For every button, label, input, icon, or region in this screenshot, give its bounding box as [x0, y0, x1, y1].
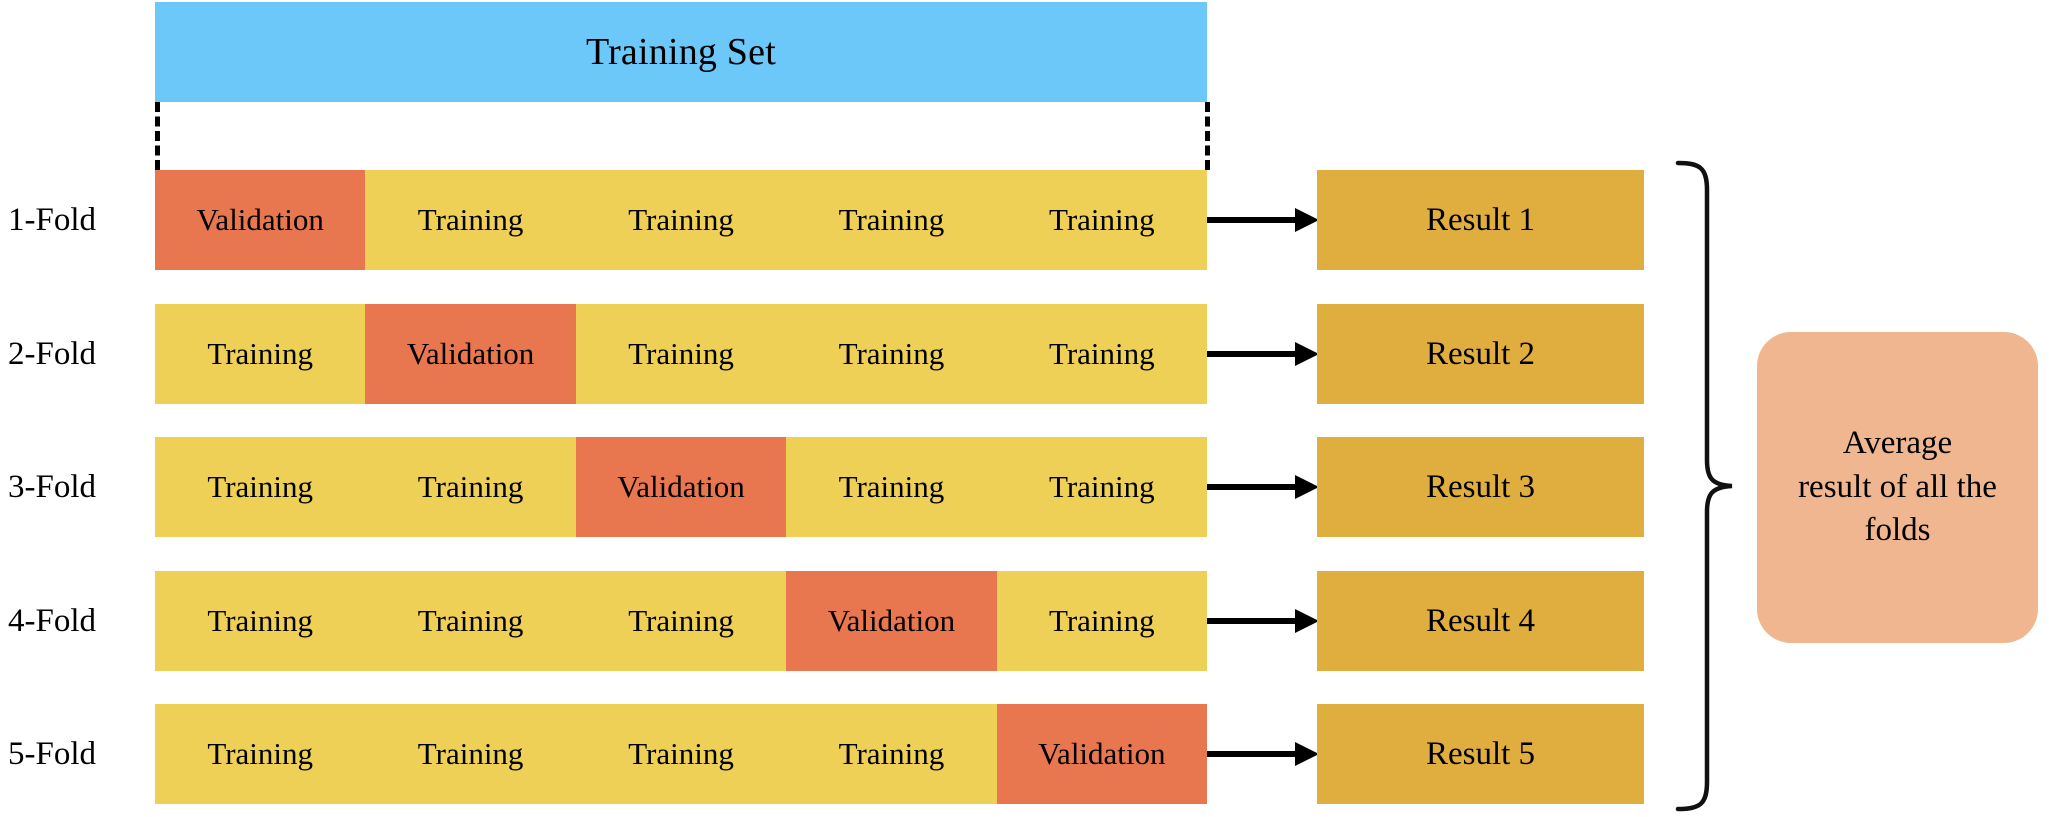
fold-label: 2-Fold [8, 335, 97, 372]
fold-label: 5-Fold [8, 735, 97, 772]
result-box: Result 2 [1317, 304, 1644, 404]
fold-label: 4-Fold [8, 602, 97, 639]
result-box: Result 1 [1317, 170, 1644, 270]
training-segment: Training [996, 170, 1208, 270]
training-segment: Training [365, 437, 576, 537]
validation-segment: Validation [786, 571, 997, 671]
average-line-3: folds [1864, 512, 1931, 549]
training-segment: Training [575, 571, 787, 671]
training-set-label: Training Set [586, 31, 776, 73]
average-result-text: Average result of all the folds [1798, 422, 1997, 553]
training-segment: Training [786, 304, 997, 404]
arrow-shaft [1207, 351, 1299, 357]
result-box: Result 5 [1317, 704, 1644, 804]
fold-label: 3-Fold [8, 468, 97, 505]
average-line-1: Average [1842, 425, 1953, 462]
arrow-shaft [1207, 618, 1299, 624]
arrow-shaft [1207, 751, 1299, 757]
arrow-head [1295, 609, 1319, 633]
arrow-head [1295, 475, 1319, 499]
training-segment: Training [365, 571, 576, 671]
training-segment: Training [155, 437, 366, 537]
result-box: Result 3 [1317, 437, 1644, 537]
validation-segment: Validation [575, 437, 787, 537]
training-segment: Training [996, 304, 1208, 404]
dashed-guide-right [1205, 102, 1210, 170]
training-segment: Training [155, 571, 366, 671]
training-segment: Training [575, 704, 787, 804]
training-segment: Training [365, 704, 576, 804]
arrow-head [1295, 742, 1319, 766]
results-bracket [1660, 160, 1770, 812]
arrow-icon [1207, 208, 1319, 232]
validation-segment: Validation [996, 704, 1208, 804]
dashed-guide-left [155, 102, 160, 170]
training-segment: Training [155, 304, 366, 404]
arrow-shaft [1207, 484, 1299, 490]
training-segment: Training [996, 437, 1208, 537]
average-line-2: result of all the [1798, 468, 1997, 505]
bracket-icon [1675, 160, 1733, 812]
arrow-head [1295, 342, 1319, 366]
training-segment: Training [155, 704, 366, 804]
average-result-box: Average result of all the folds [1757, 332, 2038, 643]
validation-segment: Validation [155, 170, 366, 270]
training-segment: Training [786, 170, 997, 270]
training-segment: Training [365, 170, 576, 270]
training-segment: Training [786, 704, 997, 804]
arrow-icon [1207, 342, 1319, 366]
result-box: Result 4 [1317, 571, 1644, 671]
training-set-banner: Training Set [155, 2, 1207, 102]
arrow-icon [1207, 742, 1319, 766]
arrow-icon [1207, 475, 1319, 499]
arrow-icon [1207, 609, 1319, 633]
arrow-head [1295, 208, 1319, 232]
training-segment: Training [575, 170, 787, 270]
arrow-shaft [1207, 217, 1299, 223]
validation-segment: Validation [365, 304, 576, 404]
training-segment: Training [786, 437, 997, 537]
training-segment: Training [575, 304, 787, 404]
training-segment: Training [996, 571, 1208, 671]
fold-label: 1-Fold [8, 201, 97, 238]
